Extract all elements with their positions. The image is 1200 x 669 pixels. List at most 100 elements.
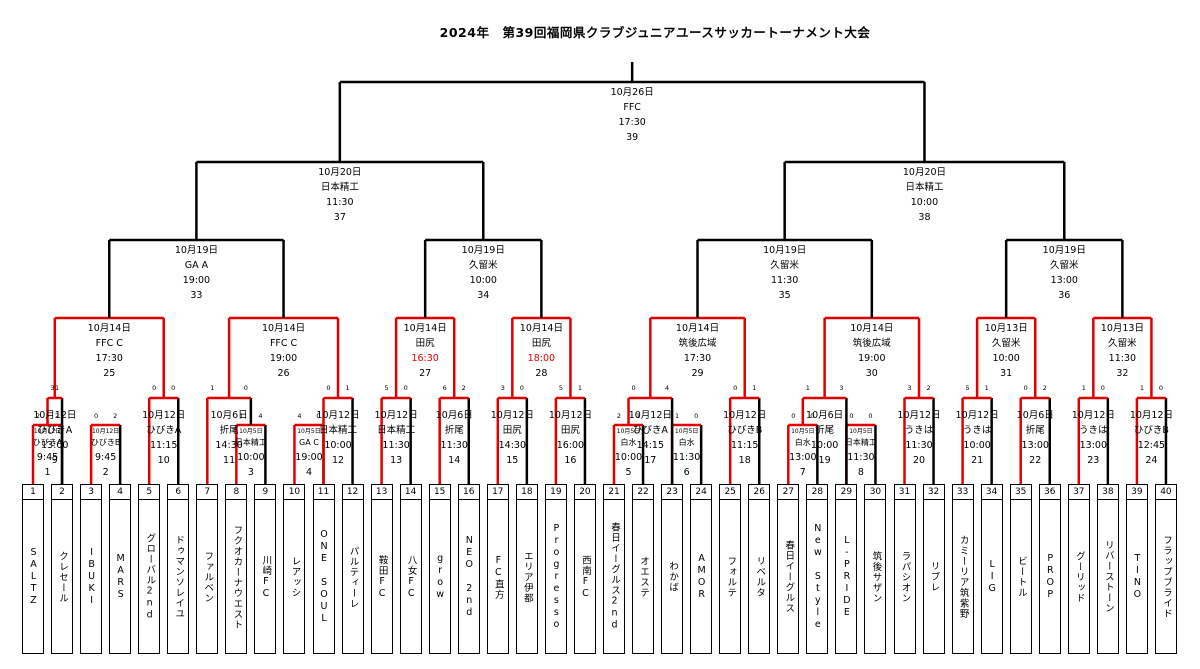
match-date: 10月12日 [723,410,767,421]
score-value: 0 [171,384,176,392]
match-time: 10:00 [963,440,991,451]
team-name: ビートル [1015,556,1027,598]
match-no: 27 [419,368,432,379]
match-no: 23 [1087,455,1100,466]
match-no: 16 [564,455,577,466]
match-time: 14:30 [498,440,526,451]
match-no: 15 [506,455,519,466]
match-time: 13:00 [789,452,817,463]
team-name: わかば [667,561,679,593]
team-name: フラップブライド [1160,535,1172,619]
match-time: 11:15 [150,440,178,451]
team-name: フクオカーナウエスト [231,524,243,630]
match-no: 13 [390,455,403,466]
match-no: 31 [1000,368,1013,379]
score-value: 1 [239,412,244,420]
score-value: 1 [805,384,810,392]
team-number: 26 [749,485,770,500]
score-value: 2 [616,412,622,420]
score-value: 0 [1023,384,1028,392]
match-date: 10月12日 [1129,410,1174,421]
team-name: IBUKI [86,547,98,607]
score-value: 4 [297,412,302,420]
score-value: 0 [1158,384,1164,392]
match-date: 10月12日 [1071,410,1115,421]
match-venue: 日本精工 [377,425,416,436]
match-date: 10月20日 [318,167,362,178]
match-date: 10月5日 [616,428,641,435]
team-number: 7 [197,485,218,500]
match-venue: 日本精工 [844,438,877,447]
score-value: 2 [54,412,60,420]
team-name: クレセール [57,550,69,604]
match-date: 10月12日 [955,410,999,421]
team-number: 21 [604,485,624,500]
match-date: 10月6日 [806,410,844,421]
match-no: 33 [190,290,203,301]
match-date: 10月6日 [210,410,248,421]
team-name: grow [434,553,446,601]
match-venue: GA C [299,438,319,447]
match-no: 36 [1058,290,1071,301]
team-number: 12 [342,485,363,500]
score-value: 6 [442,384,447,392]
score-value: 0 [316,412,321,420]
match-venue: 久留米 [469,260,498,271]
match-venue: 折尾 [219,425,239,436]
match-time: 11:30 [672,452,701,463]
match-date: 10月19日 [1042,245,1086,256]
score-value: 0 [733,384,738,392]
team-name: LIG [986,559,998,595]
match-date: 10月13日 [984,323,1028,334]
match-venue: FFC C [269,338,298,349]
team-name: AMOR [696,553,708,601]
match-venue: 白水 [620,438,637,447]
match-time: 12:45 [1137,440,1166,451]
team-number: 6 [168,485,189,500]
score-value: 0 [868,412,873,420]
match-venue: 筑後広域 [852,338,891,349]
match-no: 32 [1116,368,1129,379]
score-value: 3 [907,384,912,392]
match-time: 11:30 [847,452,875,463]
match-date: 10月19日 [461,245,505,256]
match-date: 10月12日 [897,410,941,421]
match-date: 10月6日 [1016,410,1054,421]
score-value: 1 [210,384,215,392]
match-venue: 白水 [794,438,811,447]
match-venue: うきは [1079,425,1108,436]
match-time: 11:30 [905,440,933,451]
team-number: 24 [691,485,712,500]
match-time: 11:30 [382,440,410,451]
match-venue: FFC C [95,338,123,349]
team-name: リバーストーン [1102,540,1114,614]
match-venue: 田尻 [531,338,551,349]
score-value: 3 [500,384,505,392]
team-number: 25 [720,485,741,500]
